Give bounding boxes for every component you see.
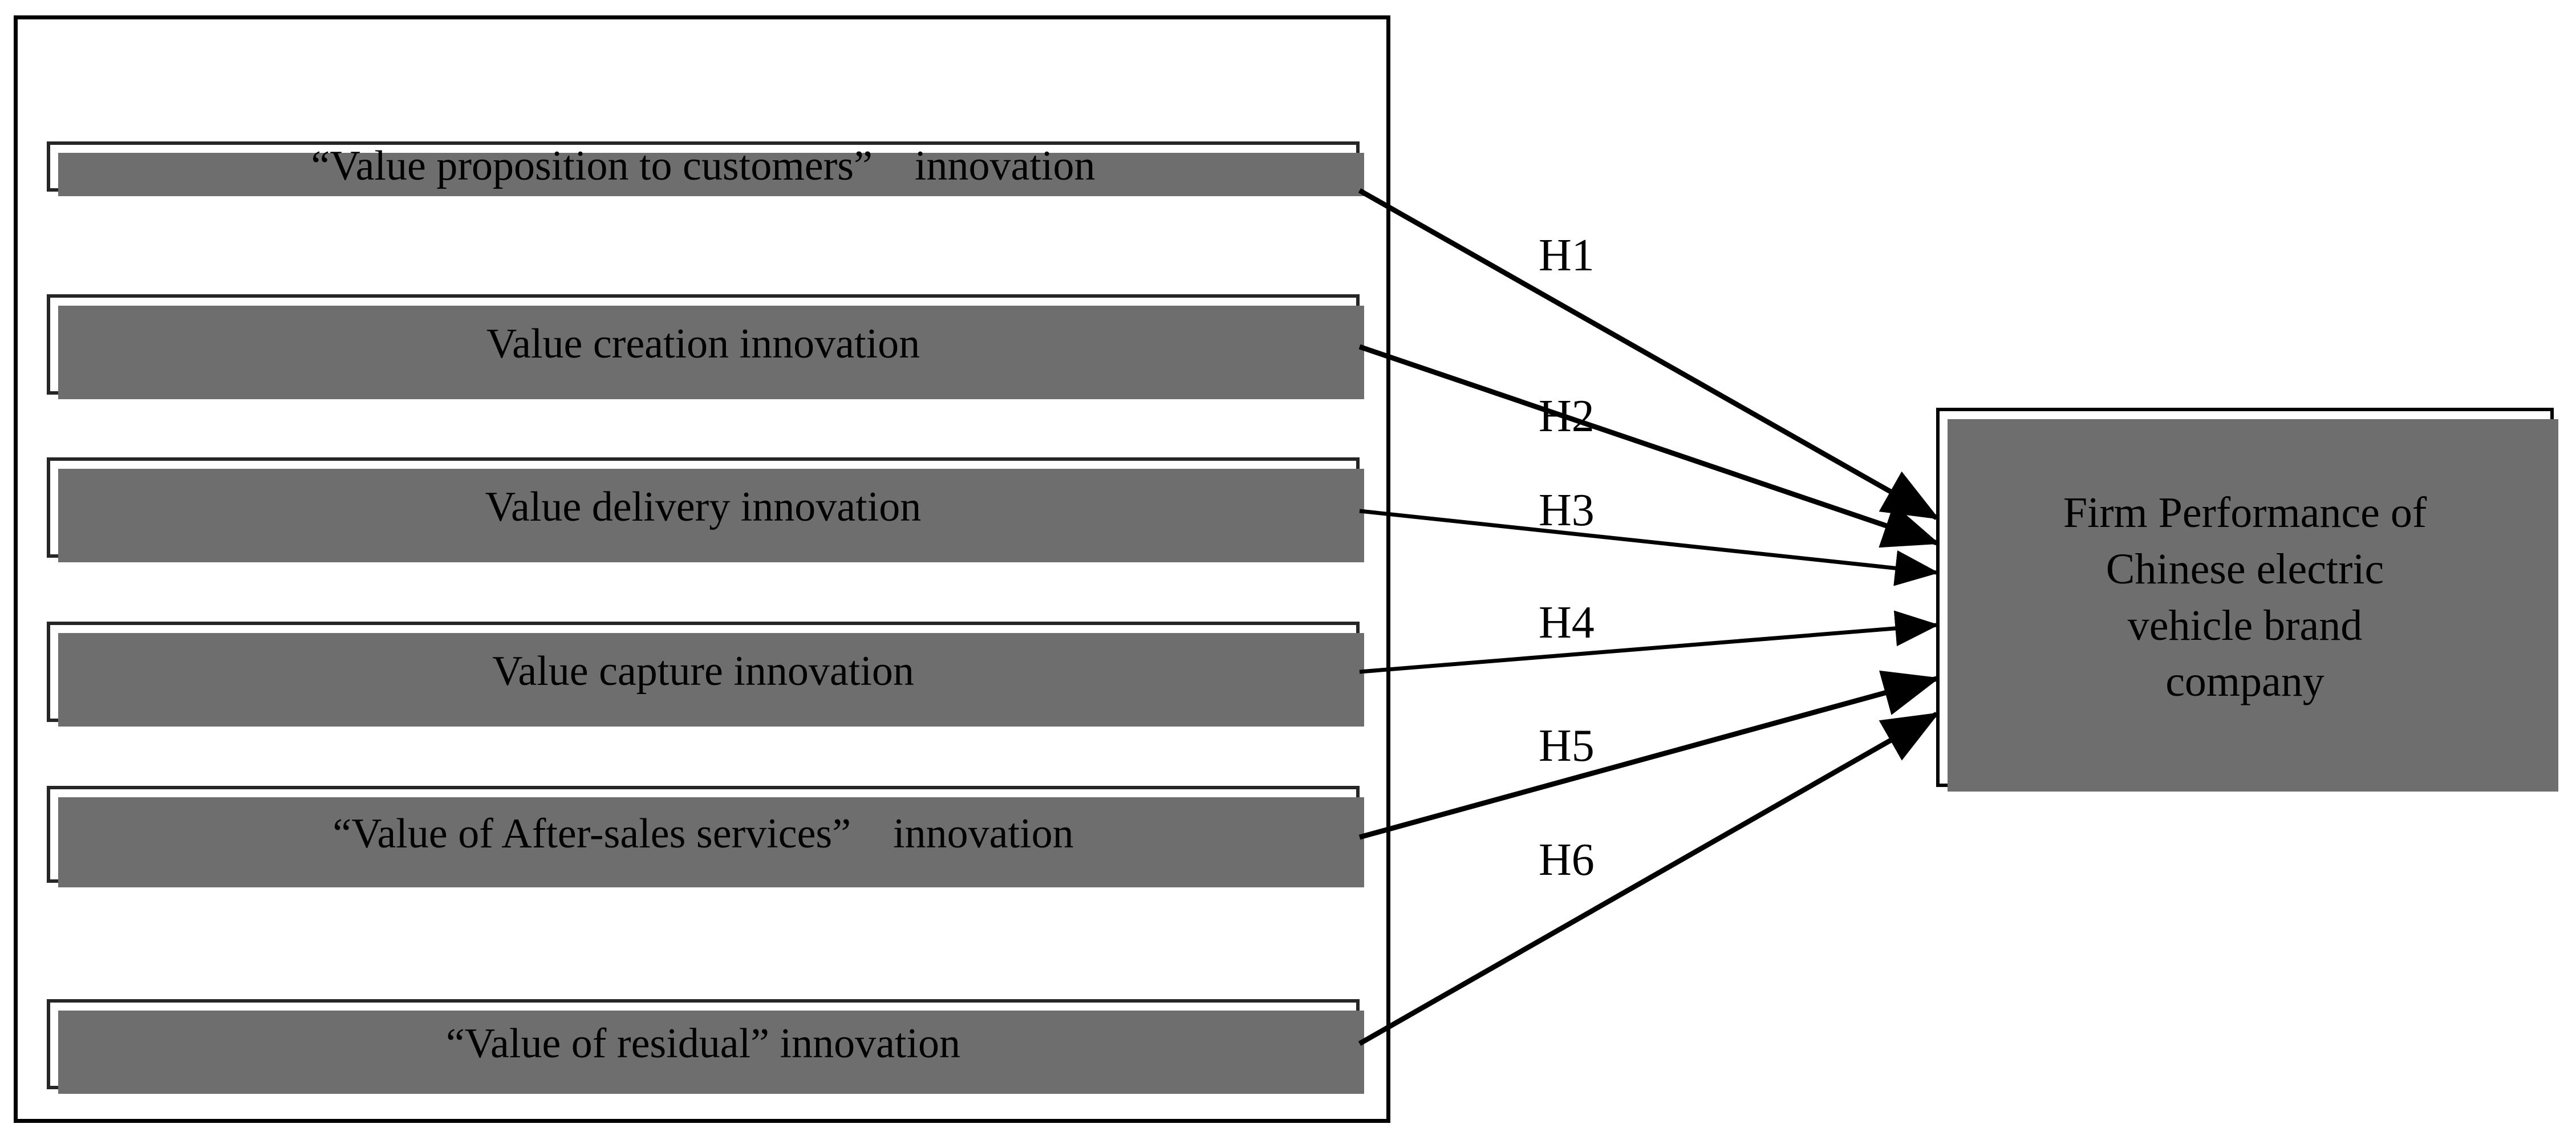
indicator-box-value-capture[interactable]: Value capture innovation [47,622,1364,727]
hypothesis-label-h5: H5 [1539,721,1595,771]
indicator-box-after-sales-services[interactable]: “Value of After-sales services” innovati… [47,786,1364,887]
outcome-label-line-2: Chinese electric [2106,545,2384,593]
indicator-box-value-of-residual[interactable]: “Value of residual” innovation [47,999,1364,1094]
hypothesis-arrow-h4 [1359,610,1940,674]
indicator-box-value-proposition[interactable]: “Value proposition to customers” innovat… [47,141,1364,196]
hypothesis-arrow-h5 [1358,670,1940,840]
indicator-label: Value delivery innovation [485,484,922,531]
indicator-label: “Value of After-sales services” innovati… [332,810,1074,858]
hypothesis-label-h1: H1 [1539,230,1595,281]
outcome-box-firm-performance[interactable]: Firm Performance of Chinese electric veh… [1936,408,2558,792]
outcome-label: Firm Performance of Chinese electric veh… [2040,485,2449,710]
hypothesis-arrow-h3 [1359,509,1940,586]
outcome-label-line-1: Firm Performance of [2063,488,2427,537]
hypothesis-arrow-h1 [1358,188,1940,520]
construct-container [14,15,1390,1123]
hypothesis-label-h6: H6 [1539,835,1595,885]
indicator-label: Value creation innovation [486,321,920,368]
outcome-label-line-4: company [2165,658,2325,706]
indicator-label: Value capture innovation [492,648,914,695]
hypothesis-arrow-h2 [1358,344,1940,548]
hypothesis-arrow-h6 [1358,712,1940,1046]
outcome-label-line-3: vehicle brand [2127,601,2363,650]
hypothesis-label-h3: H3 [1539,485,1595,535]
hypothesis-label-h4: H4 [1539,598,1595,648]
indicator-label: “Value proposition to customers” innovat… [311,143,1096,190]
indicator-box-value-creation[interactable]: Value creation innovation [47,294,1364,399]
indicator-label: “Value of residual” innovation [445,1020,961,1068]
hypothesis-label-h2: H2 [1539,391,1595,441]
indicator-box-value-delivery[interactable]: Value delivery innovation [47,457,1364,562]
